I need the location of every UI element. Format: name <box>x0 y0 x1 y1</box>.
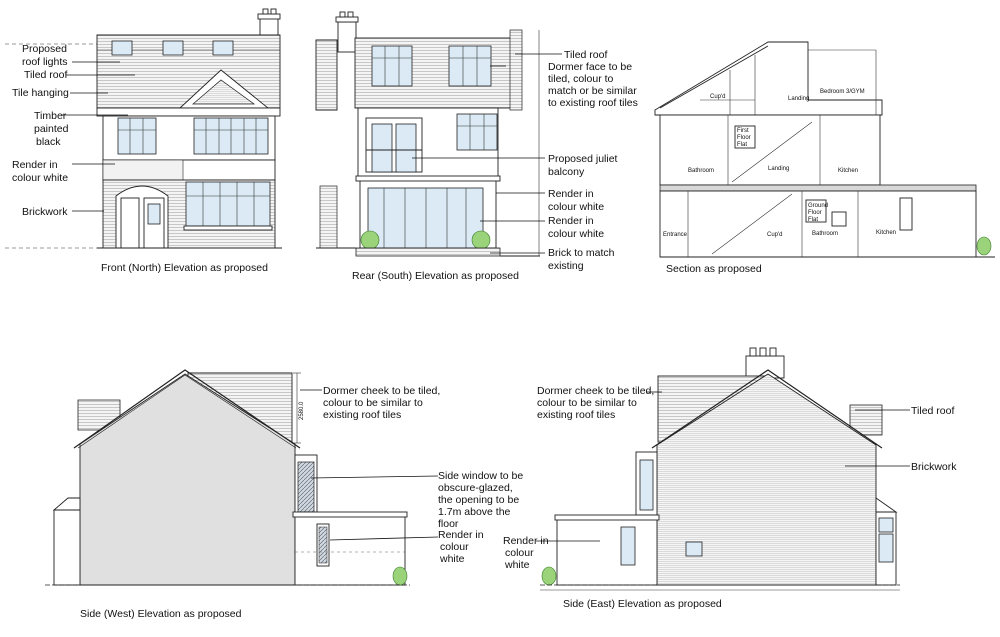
label-west-cheek-1: Dormer cheek to be tiled, <box>323 385 440 397</box>
room-landing-mid: Landing <box>768 166 789 172</box>
room-gf-1: Ground <box>808 203 828 209</box>
label-window-1: Side window to be <box>438 470 523 482</box>
label-brickwork: Brickwork <box>22 206 68 218</box>
label-east-tiled-roof: Tiled roof <box>911 405 954 417</box>
label-west-cheek-2: colour to be similar to <box>323 397 423 409</box>
dimension-2580: 2580.0 <box>299 401 305 420</box>
label-rear-render-a2: colour white <box>548 201 604 213</box>
label-west-render-3: white <box>439 553 465 565</box>
east-elevation <box>536 347 910 591</box>
label-timber-1: Timber <box>34 110 67 122</box>
west-elevation <box>45 369 439 586</box>
chimney <box>337 21 357 53</box>
label-window-4: 1.7m above the <box>438 506 511 518</box>
label-roof-lights-2: roof lights <box>22 56 68 68</box>
room-ff-3: Flat <box>737 142 747 148</box>
label-tiled-roof: Tiled roof <box>24 69 67 81</box>
section-roof <box>654 41 883 116</box>
west-labels: 2580.0 Dormer cheek to be tiled, colour … <box>80 385 523 620</box>
label-render-1: Render in <box>12 159 58 171</box>
plant <box>360 230 380 250</box>
room-landing-top: Landing <box>788 96 809 102</box>
label-east-render-1: Render in <box>503 535 549 547</box>
roof-light <box>212 40 234 56</box>
plant <box>976 236 992 256</box>
room-kitchen-low: Kitchen <box>876 230 896 236</box>
room-bathroom-low: Bathroom <box>812 231 838 237</box>
caption-rear: Rear (South) Elevation as proposed <box>352 270 519 282</box>
room-ff-2: Floor <box>737 135 751 141</box>
rear-elevation <box>315 11 562 257</box>
room-gf-3: Flat <box>808 217 818 223</box>
label-rear-render-b1: Render in <box>548 215 594 227</box>
label-east-cheek-1: Dormer cheek to be tiled, <box>537 385 654 397</box>
label-east-render-2: colour <box>505 547 534 559</box>
bay-window <box>183 181 273 231</box>
room-bedroom: Bedroom 3/GYM <box>820 89 865 95</box>
label-rear-tiled-roof: Tiled roof <box>564 49 607 61</box>
label-brick-2: existing <box>548 260 584 272</box>
plant <box>541 566 557 586</box>
east-labels: Dormer cheek to be tiled, colour to be s… <box>503 385 957 610</box>
label-timber-2: painted <box>34 123 69 135</box>
label-tile-hanging: Tile hanging <box>12 87 69 99</box>
label-east-render-3: white <box>504 559 530 571</box>
obscure-glazed-window <box>297 461 315 513</box>
front-elevation <box>5 8 282 249</box>
label-dormer-2: tiled, colour to <box>548 73 614 85</box>
caption-east: Side (East) Elevation as proposed <box>563 598 722 610</box>
chimney <box>745 355 785 379</box>
label-window-5: floor <box>438 518 459 530</box>
east-extension-render <box>556 517 658 586</box>
label-dormer-4: to existing roof tiles <box>548 97 638 109</box>
label-window-2: obscure-glazed, <box>438 482 513 494</box>
roof-light <box>111 40 133 56</box>
room-gf-2: Floor <box>808 210 822 216</box>
label-dormer-3: match or be similar <box>548 85 637 97</box>
label-window-3: the opening to be <box>438 494 519 506</box>
room-entrance: Entrance <box>663 232 688 238</box>
label-rear-render-a1: Render in <box>548 188 594 200</box>
label-juliet-1: Proposed juliet <box>548 153 618 165</box>
label-east-cheek-2: colour to be similar to <box>537 397 637 409</box>
caption-front: Front (North) Elevation as proposed <box>101 262 268 274</box>
room-bathroom-upper: Bathroom <box>688 168 714 174</box>
room-cupd-low: Cup'd <box>767 232 783 238</box>
room-ff-1: First <box>737 128 749 134</box>
roof-light <box>162 40 184 56</box>
room-kitchen-upper: Kitchen <box>838 168 858 174</box>
west-extension-render <box>294 514 406 586</box>
plant <box>471 230 491 250</box>
first-floor-windows <box>117 117 269 155</box>
front-labels: Proposed roof lights Tiled roof Tile han… <box>12 43 268 274</box>
label-west-render-2: colour <box>440 541 469 553</box>
label-west-render-1: Render in <box>438 529 484 541</box>
label-rear-render-b2: colour white <box>548 228 604 240</box>
rear-glazed-doors <box>367 187 484 249</box>
label-dormer-1: Dormer face to be <box>548 61 632 73</box>
label-render-2: colour white <box>12 172 68 184</box>
label-roof-lights-1: Proposed <box>22 43 67 55</box>
caption-west: Side (West) Elevation as proposed <box>80 608 242 620</box>
section-drawing <box>654 41 995 258</box>
section-first-floor <box>659 114 881 186</box>
label-west-cheek-3: existing roof tiles <box>323 409 401 421</box>
room-cupd-top: Cup'd <box>710 94 726 100</box>
section-labels: Cup'd Landing Bedroom 3/GYM First Floor … <box>663 89 896 275</box>
caption-section: Section as proposed <box>666 263 762 275</box>
rear-labels: Tiled roof Dormer face to be tiled, colo… <box>352 49 638 282</box>
label-timber-3: black <box>36 136 61 148</box>
label-brick-1: Brick to match <box>548 247 615 259</box>
label-east-brickwork: Brickwork <box>911 461 957 473</box>
plant <box>392 566 408 586</box>
label-juliet-2: balcony <box>548 166 585 178</box>
label-east-cheek-3: existing roof tiles <box>537 409 615 421</box>
